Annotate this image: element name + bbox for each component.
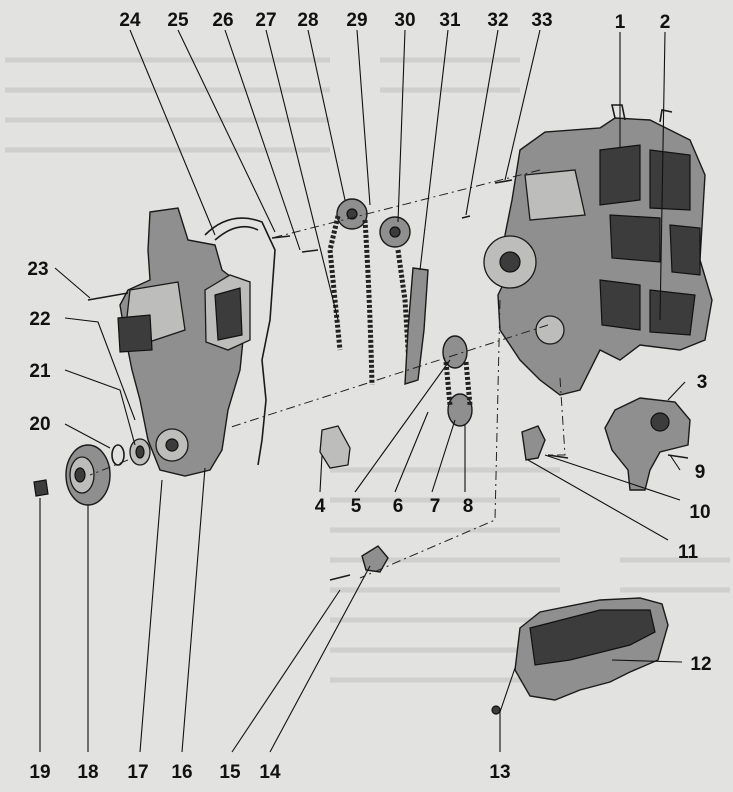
leader-lines [39,29,686,753]
camshaft-sprocket [336,198,411,248]
callout-27: 27 [255,10,276,31]
bolts [87,179,513,715]
callout-33: 33 [531,10,552,31]
oil-filter-housing [204,274,251,351]
callout-1: 1 [615,12,626,33]
callout-7: 7 [430,496,441,517]
callout-26: 26 [212,10,233,31]
callout-22: 22 [29,309,50,330]
pulley-bolt [33,479,49,497]
oil-pan [514,597,669,701]
tensioner-rail [404,267,429,385]
callout-24: 24 [119,10,141,31]
callout-14: 14 [259,762,281,783]
callout-18: 18 [77,762,98,783]
engine-block [483,104,713,396]
callout-19: 19 [29,762,50,783]
callout-8: 8 [463,496,474,517]
engine-mount [604,397,691,491]
callout-28: 28 [297,10,318,31]
callout-32: 32 [487,10,508,31]
background-texture [5,57,730,683]
callout-25: 25 [167,10,189,31]
callout-17: 17 [127,762,148,783]
chain-guide [319,425,351,469]
callout-23: 23 [27,259,48,280]
callout-9: 9 [695,462,706,483]
timing-chain [327,215,413,386]
alignment-lines [89,169,566,579]
callout-11: 11 [678,542,699,563]
crankshaft-seal [111,438,151,466]
callout-6: 6 [393,496,404,517]
callout-20: 20 [29,414,50,435]
callout-29: 29 [346,10,367,31]
callout-4: 4 [315,496,326,517]
crankshaft-pulley [65,444,111,506]
callout-13: 13 [489,762,510,783]
timing-cover [117,207,246,477]
callout-21: 21 [29,361,51,382]
callout-2: 2 [660,12,671,33]
callout-3: 3 [697,372,708,393]
callouts: 1 2 3 4 5 6 7 8 9 10 11 12 13 14 15 16 1… [27,10,711,783]
callout-12: 12 [690,654,711,675]
callout-5: 5 [351,496,362,517]
callout-15: 15 [219,762,241,783]
chain-tensioner [442,335,473,427]
cover-gasket [204,217,276,466]
oil-pump-sprocket [361,545,389,573]
callout-31: 31 [439,10,461,31]
callout-16: 16 [171,762,192,783]
callout-30: 30 [394,10,415,31]
callout-10: 10 [689,502,710,523]
